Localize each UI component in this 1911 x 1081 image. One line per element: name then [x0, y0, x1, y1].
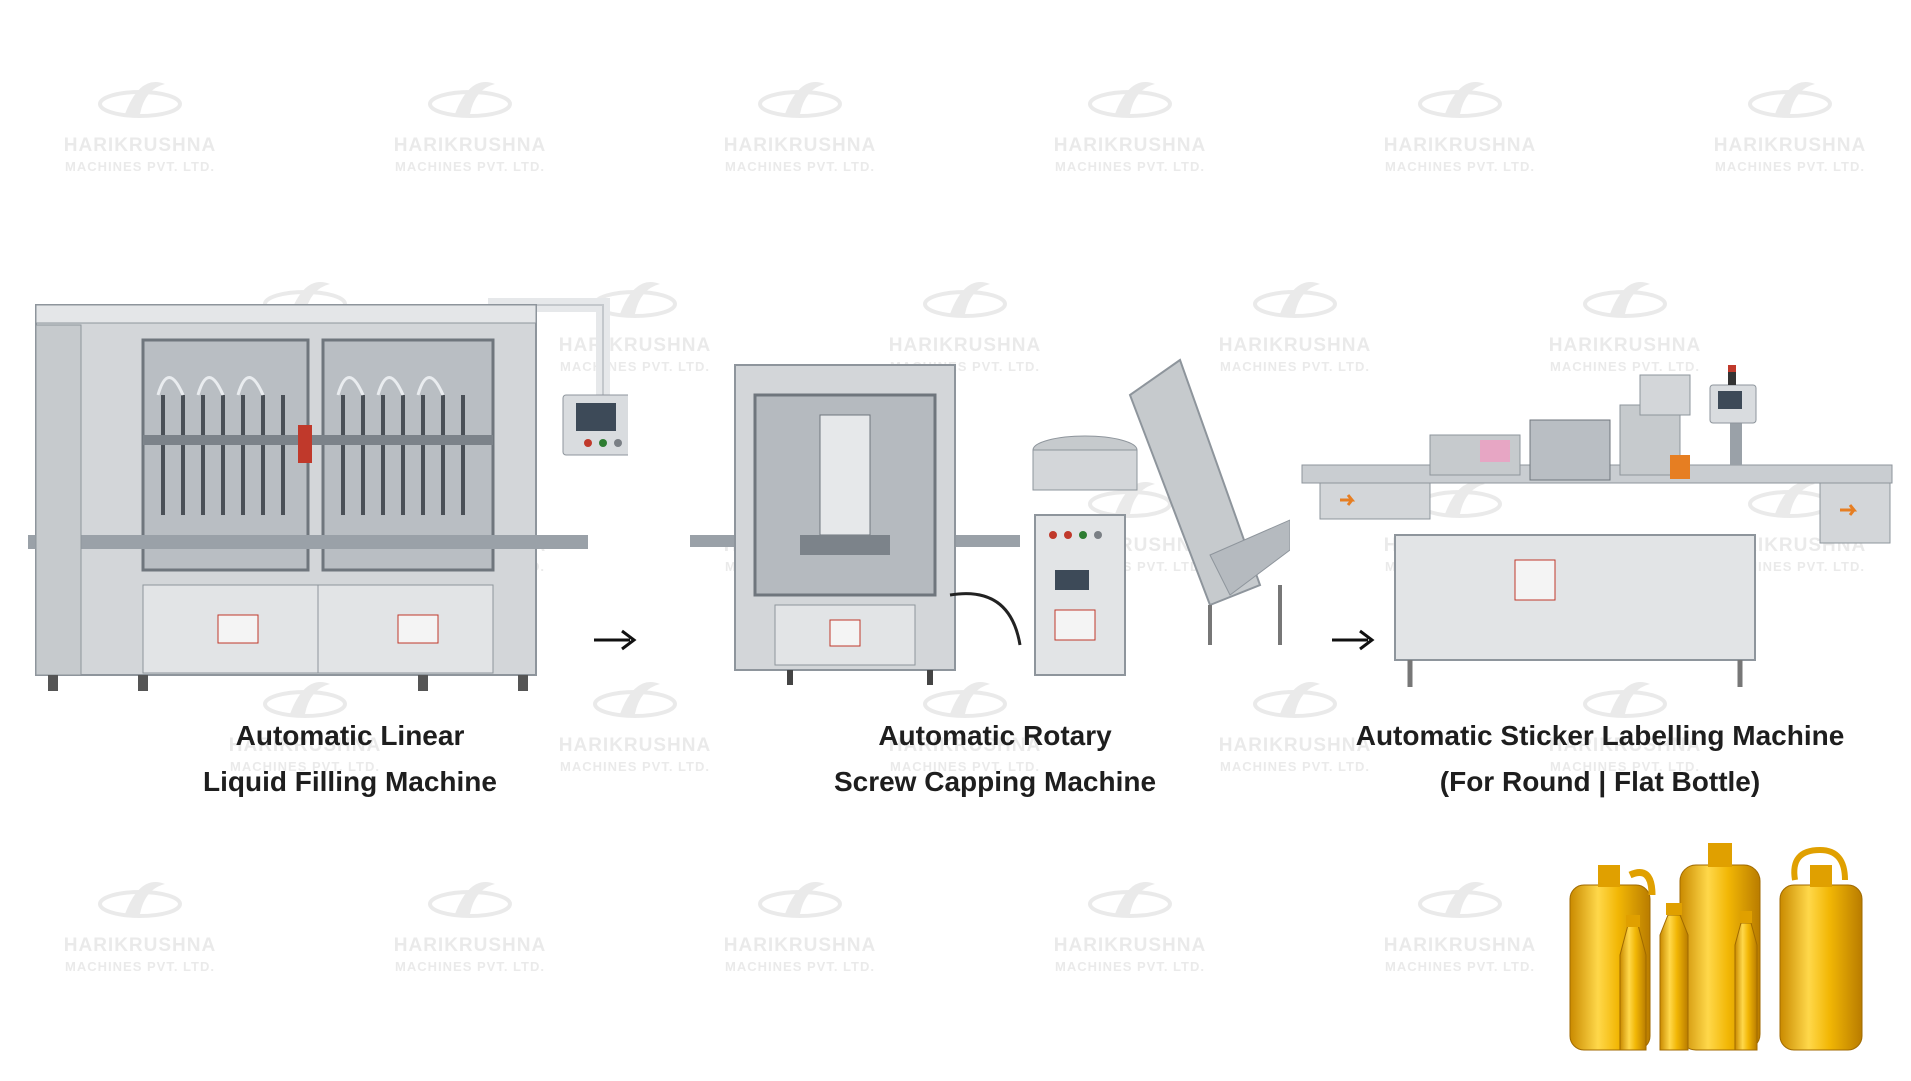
filling-caption-line2: Liquid Filling Machine: [203, 766, 497, 797]
watermark-logo-icon: [1253, 682, 1337, 718]
watermark-subtitle: MACHINES PVT. LTD.: [725, 159, 875, 174]
watermark-logo-icon: [1088, 882, 1172, 918]
filling-machine-caption: Automatic Linear Liquid Filling Machine: [80, 713, 620, 805]
watermark-logo-icon: [1088, 82, 1172, 118]
watermark-subtitle: MACHINES PVT. LTD.: [1385, 159, 1535, 174]
watermark-brand: HARIKRUSHNA: [63, 935, 217, 956]
watermark-logo-icon: [428, 82, 512, 118]
watermark-subtitle: MACHINES PVT. LTD.: [65, 159, 215, 174]
watermark-subtitle: MACHINES PVT. LTD.: [1550, 359, 1700, 374]
watermark-brand: HARIKRUSHNA: [1548, 735, 1702, 756]
screw-capping-machine-image: [690, 355, 1291, 695]
watermark: HARIKRUSHNA MACHINES PVT. LTD.: [1205, 680, 1385, 790]
watermark: HARIKRUSHNA MACHINES PVT. LTD.: [50, 80, 230, 190]
watermark: HARIKRUSHNA MACHINES PVT. LTD.: [1535, 280, 1715, 390]
watermark-logo-icon: [1418, 882, 1502, 918]
watermark-logo-icon: [593, 682, 677, 718]
filling-caption-line1: Automatic Linear: [235, 720, 465, 751]
watermark-subtitle: MACHINES PVT. LTD.: [560, 759, 710, 774]
watermark: HARIKRUSHNA MACHINES PVT. LTD.: [710, 880, 890, 990]
watermark-logo-icon: [98, 82, 182, 118]
watermark-brand: HARIKRUSHNA: [63, 135, 217, 156]
watermark-brand: HARIKRUSHNA: [723, 935, 877, 956]
watermark-subtitle: MACHINES PVT. LTD.: [1550, 759, 1700, 774]
watermark-brand: HARIKRUSHNA: [1713, 135, 1867, 156]
watermark-subtitle: MACHINES PVT. LTD.: [725, 959, 875, 974]
watermark-subtitle: MACHINES PVT. LTD.: [1385, 959, 1535, 974]
watermark-subtitle: MACHINES PVT. LTD.: [395, 159, 545, 174]
watermark-brand: HARIKRUSHNA: [228, 735, 382, 756]
watermark: HARIKRUSHNA MACHINES PVT. LTD.: [1040, 880, 1220, 990]
watermark: HARIKRUSHNA MACHINES PVT. LTD.: [50, 880, 230, 990]
watermark-brand: HARIKRUSHNA: [1053, 935, 1207, 956]
watermark-logo-icon: [98, 882, 182, 918]
watermark: HARIKRUSHNA MACHINES PVT. LTD.: [710, 80, 890, 190]
watermark-subtitle: MACHINES PVT. LTD.: [890, 759, 1040, 774]
capping-caption-line2: Screw Capping Machine: [833, 766, 1157, 797]
watermark-brand: HARIKRUSHNA: [558, 735, 712, 756]
watermark-subtitle: MACHINES PVT. LTD.: [1055, 159, 1205, 174]
watermark-logo-icon: [1583, 282, 1667, 318]
watermark-logo-icon: [263, 682, 347, 718]
watermark-brand: HARIKRUSHNA: [888, 335, 1042, 356]
watermark-logo-icon: [758, 82, 842, 118]
liquid-filling-machine-image: [28, 285, 646, 705]
watermark-subtitle: MACHINES PVT. LTD.: [65, 959, 215, 974]
capping-machine-caption: Automatic Rotary Screw Capping Machine: [715, 713, 1275, 805]
watermark-brand: HARIKRUSHNA: [393, 135, 547, 156]
watermark-logo-icon: [1088, 482, 1172, 518]
watermark-logo-icon: [1418, 82, 1502, 118]
watermark-logo-icon: [1253, 282, 1337, 318]
watermark-logo-icon: [758, 882, 842, 918]
watermark: HARIKRUSHNA MACHINES PVT. LTD.: [1040, 80, 1220, 190]
oil-bottles-image: [1560, 835, 1870, 1055]
watermark-subtitle: MACHINES PVT. LTD.: [1055, 959, 1205, 974]
watermark-brand: HARIKRUSHNA: [393, 935, 547, 956]
watermark: HARIKRUSHNA MACHINES PVT. LTD.: [545, 680, 725, 790]
watermark: HARIKRUSHNA MACHINES PVT. LTD.: [1535, 680, 1715, 790]
arrow-right-icon: [1332, 629, 1375, 651]
watermark-subtitle: MACHINES PVT. LTD.: [1220, 359, 1370, 374]
watermark-brand: HARIKRUSHNA: [1383, 935, 1537, 956]
watermark-subtitle: MACHINES PVT. LTD.: [230, 759, 380, 774]
watermark-subtitle: MACHINES PVT. LTD.: [395, 959, 545, 974]
watermark: HARIKRUSHNA MACHINES PVT. LTD.: [1370, 80, 1550, 190]
watermark-brand: HARIKRUSHNA: [1218, 735, 1372, 756]
watermark: HARIKRUSHNA MACHINES PVT. LTD.: [1370, 880, 1550, 990]
arrow-right-icon: [594, 629, 637, 651]
watermark-brand: HARIKRUSHNA: [1053, 135, 1207, 156]
watermark: HARIKRUSHNA MACHINES PVT. LTD.: [1700, 80, 1880, 190]
watermark-brand: HARIKRUSHNA: [888, 735, 1042, 756]
labelling-caption-line1: Automatic Sticker Labelling Machine: [1355, 720, 1845, 751]
watermark: HARIKRUSHNA MACHINES PVT. LTD.: [380, 80, 560, 190]
capping-caption-line1: Automatic Rotary: [878, 720, 1112, 751]
watermark: HARIKRUSHNA MACHINES PVT. LTD.: [1205, 280, 1385, 390]
watermark-logo-icon: [923, 282, 1007, 318]
watermark-brand: HARIKRUSHNA: [1548, 335, 1702, 356]
watermark-brand: HARIKRUSHNA: [1218, 335, 1372, 356]
watermark-subtitle: MACHINES PVT. LTD.: [1220, 759, 1370, 774]
watermark-logo-icon: [1583, 682, 1667, 718]
watermark-logo-icon: [428, 882, 512, 918]
watermark-brand: HARIKRUSHNA: [1383, 135, 1537, 156]
labelling-machine-caption: Automatic Sticker Labelling Machine (For…: [1320, 713, 1880, 805]
watermark-brand: HARIKRUSHNA: [723, 135, 877, 156]
labelling-caption-line2: (For Round | Flat Bottle): [1439, 766, 1761, 797]
watermark: HARIKRUSHNA MACHINES PVT. LTD.: [875, 680, 1055, 790]
sticker-labelling-machine-image: [1300, 365, 1900, 695]
watermark: HARIKRUSHNA MACHINES PVT. LTD.: [380, 880, 560, 990]
watermark: HARIKRUSHNA MACHINES PVT. LTD.: [215, 680, 395, 790]
watermark-subtitle: MACHINES PVT. LTD.: [1715, 159, 1865, 174]
watermark-logo-icon: [1748, 82, 1832, 118]
watermark-logo-icon: [923, 682, 1007, 718]
